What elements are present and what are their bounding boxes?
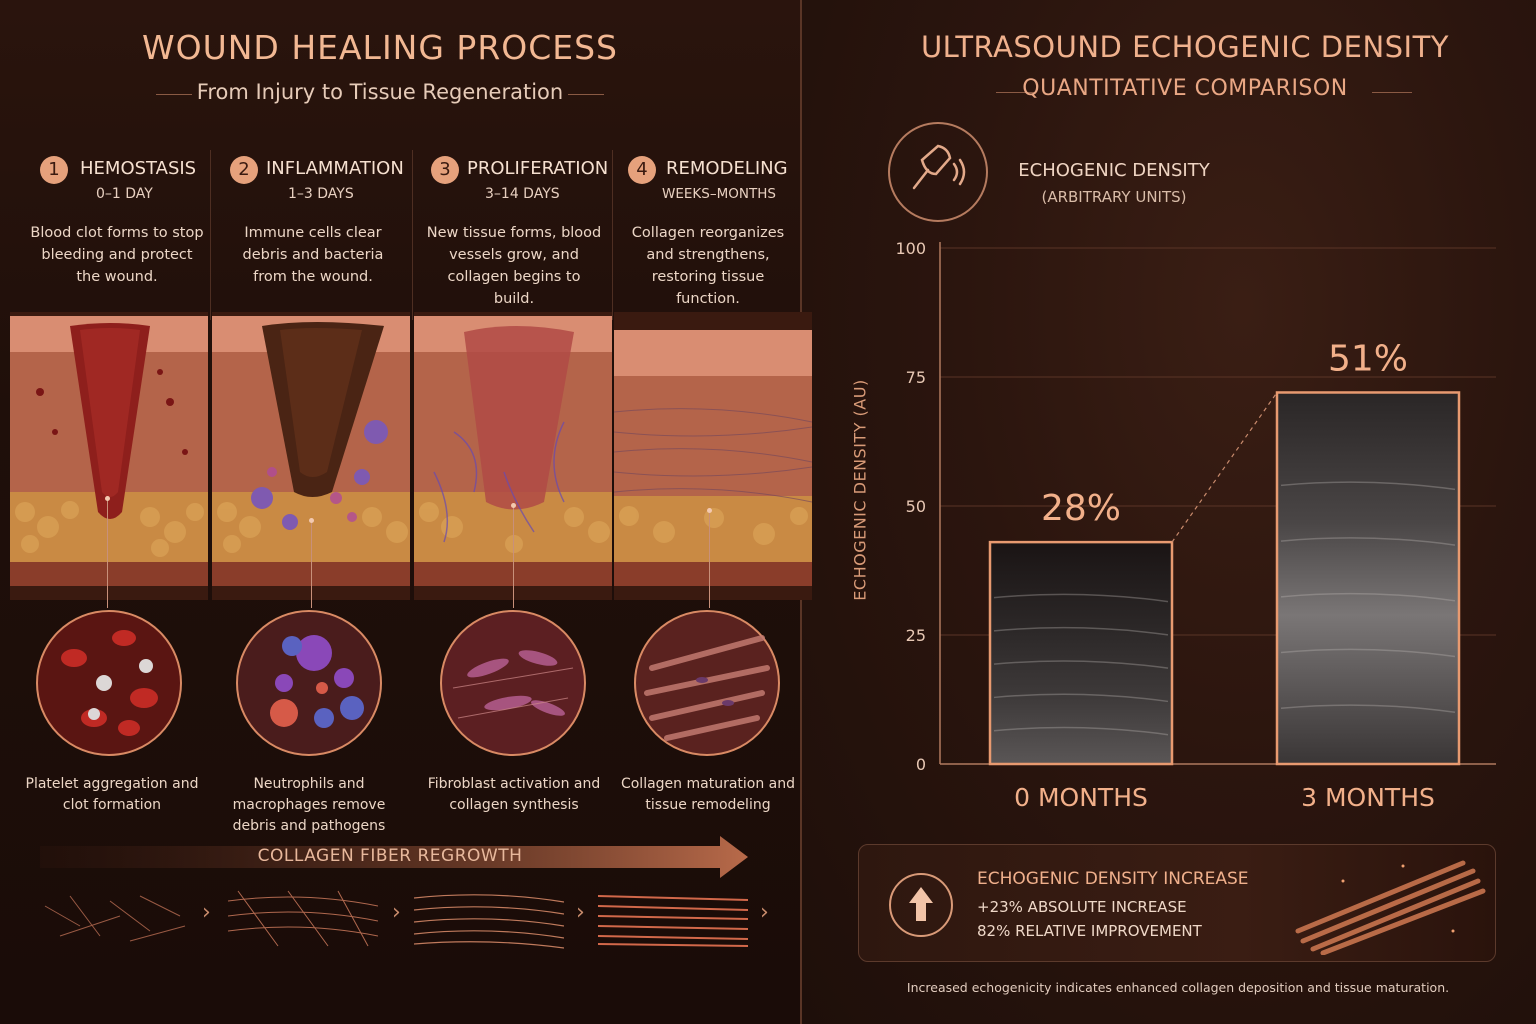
ultrasound-texture-line bbox=[993, 593, 1169, 603]
relative-improvement: 82% RELATIVE IMPROVEMENT bbox=[977, 922, 1202, 940]
stage-number: 2 bbox=[230, 156, 258, 184]
x-tick-label: 3 MONTHS bbox=[1301, 783, 1435, 812]
collagen-fiber-bundle-icon bbox=[1295, 860, 1486, 955]
stage-description: New tissue forms, blood vessels grow, an… bbox=[426, 225, 602, 307]
chart-title: ULTRASOUND ECHOGENIC DENSITY bbox=[920, 30, 1450, 64]
stage-number: 4 bbox=[628, 156, 656, 184]
density-increase-summary: ECHOGENIC DENSITY INCREASE +23% ABSOLUTE… bbox=[858, 844, 1496, 962]
micro-caption: Platelet aggregation and clot formation bbox=[25, 776, 199, 813]
callout-dot bbox=[511, 503, 516, 508]
x-tick-label: 0 MONTHS bbox=[1014, 783, 1148, 812]
collagen-fiber-sparse bbox=[44, 895, 186, 942]
echogenic-density-bar-chart: 0 25 50 75 100 28% 0 MONTHS 51% 3 MONTHS bbox=[895, 239, 1496, 812]
stage-name: HEMOSTASIS bbox=[80, 158, 197, 179]
chevron-right-icon: › bbox=[202, 900, 211, 925]
footnote: Increased echogenicity indicates enhance… bbox=[906, 980, 1450, 995]
data-label: 28% bbox=[1041, 488, 1121, 529]
ultrasound-texture-line bbox=[1280, 704, 1456, 714]
microscope-view-platelets bbox=[34, 608, 184, 758]
trend-connector bbox=[1171, 392, 1278, 543]
ultrasound-texture-line bbox=[993, 693, 1169, 703]
callout-line bbox=[513, 505, 514, 608]
microscope-view-collagen bbox=[632, 608, 782, 758]
chevron-right-icon: › bbox=[576, 900, 585, 925]
bar bbox=[1275, 391, 1461, 766]
subtitle-rule-left bbox=[996, 92, 1036, 93]
stage-description: Collagen reorganizes and strengthens, re… bbox=[631, 225, 785, 307]
ultrasound-texture-line bbox=[1280, 592, 1456, 602]
micro-caption: Neutrophils and macrophages remove debri… bbox=[232, 776, 386, 834]
skin-section-proliferation bbox=[414, 312, 612, 600]
chart-subtitle: QUANTITATIVE COMPARISON bbox=[1022, 76, 1348, 101]
ultrasound-probe-icon bbox=[888, 122, 988, 222]
collagen-fiber-mature bbox=[598, 895, 748, 947]
unit-title: ECHOGENIC DENSITY bbox=[1018, 160, 1210, 181]
absolute-increase: +23% ABSOLUTE INCREASE bbox=[977, 898, 1187, 916]
ultrasound-texture-line bbox=[1280, 648, 1456, 658]
chart-labels: 0 25 50 75 100 28% 0 MONTHS 51% 3 MONTHS bbox=[895, 239, 1434, 812]
stage-number: 3 bbox=[431, 156, 459, 184]
stage-description: Blood clot forms to stop bleeding and pr… bbox=[30, 225, 204, 285]
y-axis-label: ECHOGENIC DENSITY (AU) bbox=[850, 379, 870, 601]
bar bbox=[988, 540, 1174, 766]
collagen-progress-arrow bbox=[40, 836, 748, 878]
callout-line bbox=[709, 510, 710, 608]
chart-bars bbox=[988, 391, 1461, 766]
stat-title: ECHOGENIC DENSITY INCREASE bbox=[977, 869, 1249, 889]
subtitle-rule-left bbox=[156, 94, 192, 95]
y-tick-label: 100 bbox=[895, 239, 926, 258]
ultrasound-texture-line bbox=[993, 660, 1169, 669]
subtitle-rule-right bbox=[568, 94, 604, 95]
chevron-right-icon: › bbox=[392, 900, 401, 925]
skin-section-remodeling bbox=[614, 312, 812, 600]
callout-dot bbox=[707, 508, 712, 513]
y-tick-label: 0 bbox=[916, 755, 926, 774]
skin-section-inflammation bbox=[212, 312, 410, 600]
stage-name: PROLIFERATION bbox=[467, 158, 609, 179]
stage-time: 1–3 DAYS bbox=[288, 186, 354, 202]
stage-separator bbox=[612, 150, 613, 320]
ultrasound-texture-line bbox=[993, 726, 1169, 736]
y-tick-label: 50 bbox=[906, 497, 926, 516]
y-tick-label: 25 bbox=[906, 626, 926, 645]
stage-time: WEEKS–MONTHS bbox=[662, 186, 776, 202]
page-subtitle: From Injury to Tissue Regeneration bbox=[196, 80, 564, 104]
collagen-regrowth-label: COLLAGEN FIBER REGROWTH bbox=[257, 846, 523, 866]
micro-caption: Fibroblast activation and collagen synth… bbox=[427, 776, 601, 813]
collagen-fiber-dense bbox=[414, 894, 564, 949]
stage-time: 0–1 DAY bbox=[96, 186, 153, 202]
microscope-view-immune-cells bbox=[234, 608, 384, 758]
chevron-right-icon: › bbox=[760, 900, 769, 925]
collagen-fiber-growing bbox=[228, 890, 378, 947]
data-label: 51% bbox=[1328, 338, 1408, 379]
stage-separator bbox=[210, 150, 211, 320]
stage-time: 3–14 DAYS bbox=[485, 186, 560, 202]
subtitle-rule-right bbox=[1372, 92, 1412, 93]
stage-number: 1 bbox=[40, 156, 68, 184]
ultrasound-texture-line bbox=[993, 626, 1169, 636]
stage-description: Immune cells clear debris and bacteria f… bbox=[242, 225, 384, 285]
ultrasound-texture-line bbox=[1280, 537, 1456, 546]
skin-section-hemostasis bbox=[10, 312, 208, 600]
callout-line bbox=[107, 498, 108, 608]
ultrasound-texture-line bbox=[1280, 481, 1456, 491]
stage-name: REMODELING bbox=[666, 158, 788, 179]
page-title: WOUND HEALING PROCESS bbox=[141, 28, 619, 67]
callout-line bbox=[311, 520, 312, 608]
callout-dot bbox=[309, 518, 314, 523]
unit-subtitle: (ARBITRARY UNITS) bbox=[1041, 188, 1187, 206]
microscope-view-fibroblasts bbox=[438, 608, 588, 758]
micro-caption: Collagen maturation and tissue remodelin… bbox=[620, 776, 796, 813]
y-tick-label: 75 bbox=[906, 368, 926, 387]
stage-name: INFLAMMATION bbox=[266, 158, 404, 179]
callout-dot bbox=[105, 496, 110, 501]
up-arrow-icon bbox=[889, 873, 953, 937]
stage-separator bbox=[412, 150, 413, 320]
